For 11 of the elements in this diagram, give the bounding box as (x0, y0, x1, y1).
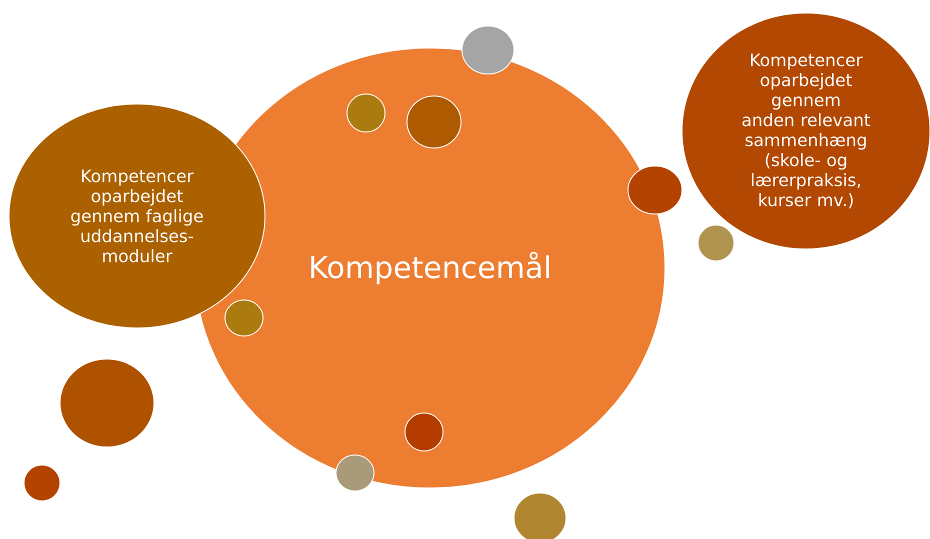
circle (24, 464, 60, 502)
circle (346, 94, 386, 132)
circle (514, 492, 566, 539)
circle (628, 166, 682, 214)
circle (462, 26, 514, 74)
circle (60, 358, 154, 448)
circle (406, 96, 462, 148)
circle (698, 224, 734, 262)
circle (224, 300, 264, 336)
circle (336, 454, 374, 492)
circle (404, 412, 444, 452)
